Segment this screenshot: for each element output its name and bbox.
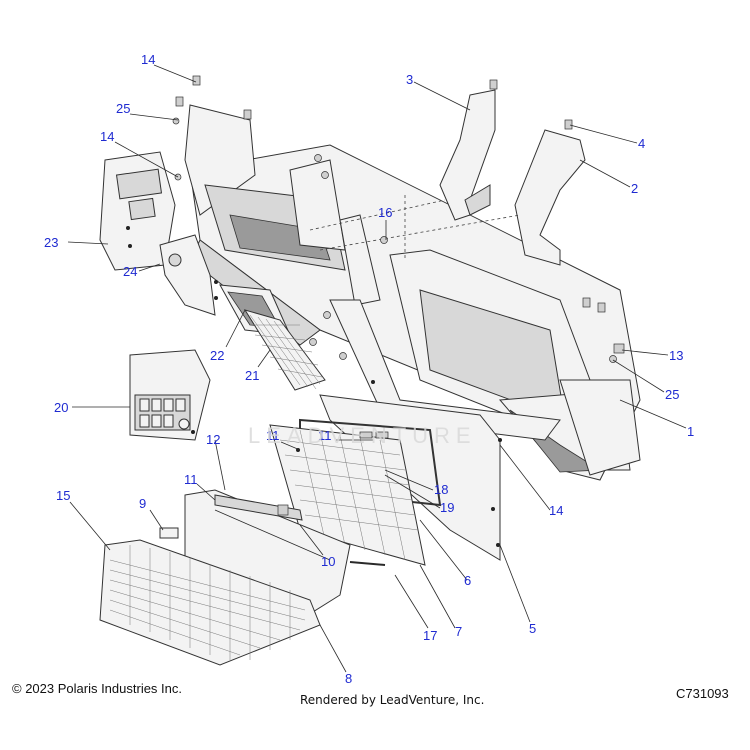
grille-part-21 [243, 309, 326, 391]
callout-19: 19 [440, 500, 454, 515]
copyright-text: © 2023 Polaris Industries Inc. [12, 681, 182, 696]
callout-13: 13 [669, 348, 683, 363]
callout-24: 24 [123, 264, 137, 279]
callout-20: 20 [54, 400, 68, 415]
bracket-part-3 [439, 89, 496, 221]
callout-3: 3 [406, 72, 413, 87]
drawing-code: C731093 [676, 686, 729, 701]
callout-8: 8 [345, 671, 352, 686]
callout-23: 23 [44, 235, 58, 250]
alignment-line [309, 199, 446, 231]
callout-21: 21 [245, 368, 259, 383]
callout-14-left: 14 [100, 129, 114, 144]
watermark: LEADVENTURE [248, 423, 477, 448]
callout-17: 17 [423, 628, 437, 643]
callout-1: 1 [687, 424, 694, 439]
callout-4: 4 [638, 136, 645, 151]
callout-14-top: 14 [141, 52, 155, 67]
callout-2: 2 [631, 181, 638, 196]
clip-part-9 [159, 527, 179, 539]
callout-25-upper-left: 25 [116, 101, 130, 116]
callout-6: 6 [464, 573, 471, 588]
callout-11-center-left: 11 [266, 428, 280, 443]
callout-15: 15 [56, 488, 70, 503]
callout-leaders [67, 64, 687, 673]
callout-labels: 14 25 14 23 24 3 4 2 16 13 25 22 21 20 1… [44, 52, 694, 686]
callout-25-right: 25 [665, 387, 679, 402]
callout-16: 16 [378, 205, 392, 220]
callout-11-center: 11 [318, 428, 332, 443]
callout-18: 18 [434, 482, 448, 497]
hardware-fasteners [126, 75, 625, 566]
callout-10: 10 [321, 554, 335, 569]
side-panel-part-23 [99, 151, 176, 271]
rendered-by-text: Rendered by LeadVenture, Inc. [300, 693, 485, 707]
callout-5: 5 [529, 621, 536, 636]
lower-grille-panel-part-15 [99, 539, 321, 666]
callout-7: 7 [455, 624, 462, 639]
callout-14-right: 14 [549, 503, 563, 518]
callout-11-left: 11 [184, 472, 198, 487]
callout-9: 9 [139, 496, 146, 511]
bracket-part-2 [514, 129, 586, 266]
switch-housing-part-20 [129, 349, 211, 441]
latch-part-12 [214, 494, 303, 521]
side-panel-part-24 [159, 234, 216, 316]
callout-12: 12 [206, 432, 220, 447]
alignment-line [319, 214, 521, 251]
callout-22: 22 [210, 348, 224, 363]
